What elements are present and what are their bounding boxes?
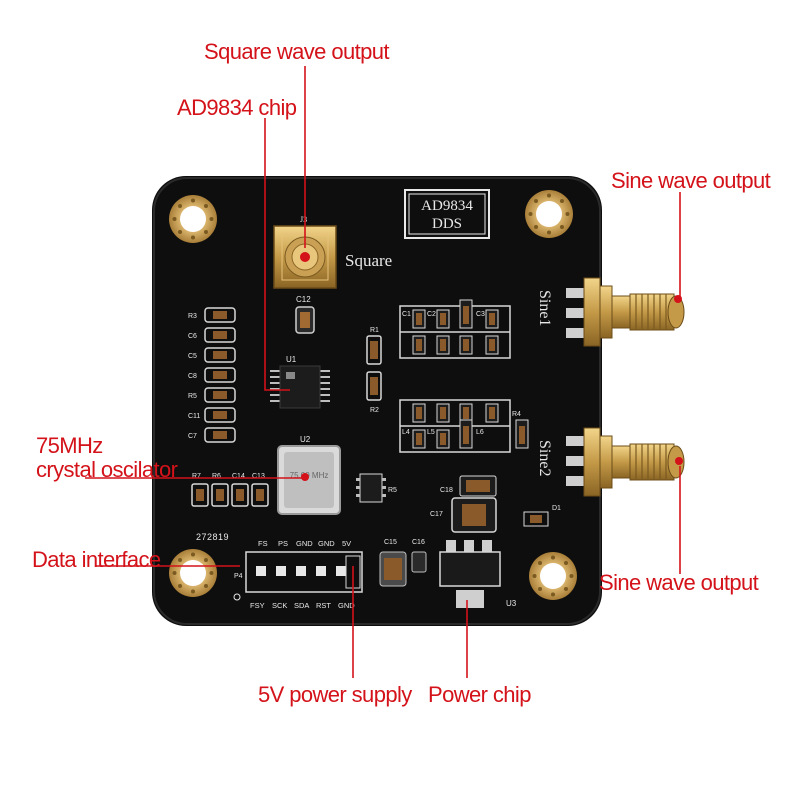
callout-crystal-line1: 75MHz xyxy=(36,433,103,458)
svg-text:RST: RST xyxy=(316,601,331,610)
svg-text:R3: R3 xyxy=(188,313,197,320)
power-capacitors: C18 C17 xyxy=(430,475,497,533)
r1-r2-resistors: R1 R2 xyxy=(366,327,382,414)
svg-text:C15: C15 xyxy=(384,539,397,546)
ad9834-chip: U1 xyxy=(270,355,330,409)
svg-text:C5: C5 xyxy=(188,353,197,360)
sine1-silkscreen: Sine1 xyxy=(536,290,553,326)
callout-ad9834-chip: AD9834 chip xyxy=(177,95,297,120)
svg-text:C6: C6 xyxy=(188,333,197,340)
svg-text:R2: R2 xyxy=(370,407,379,414)
svg-text:L6: L6 xyxy=(476,429,484,436)
svg-text:C11: C11 xyxy=(188,413,200,420)
pcb-board xyxy=(152,176,602,626)
svg-text:FS: FS xyxy=(258,539,268,548)
svg-text:C18: C18 xyxy=(440,487,453,494)
svg-text:C17: C17 xyxy=(430,511,443,518)
svg-text:C13: C13 xyxy=(252,473,265,480)
c15-c16: C15 C16 xyxy=(379,539,427,587)
crystal-oscillator: U2 75.00 MHz xyxy=(277,435,341,515)
svg-text:C8: C8 xyxy=(188,373,197,380)
svg-text:GND: GND xyxy=(338,601,355,610)
callout-power-chip: Power chip xyxy=(428,682,531,707)
model-badge: AD9834 DDS xyxy=(404,189,490,239)
callout-crystal-line2: crystal oscilator xyxy=(36,457,178,482)
mounting-holes xyxy=(169,190,577,600)
callout-sine-wave-output-bottom: Sine wave output xyxy=(599,570,759,595)
callout-sine-wave-output-top: Sine wave output xyxy=(611,168,771,193)
badge-dds-text: DDS xyxy=(432,216,462,232)
serial-number: 272819 xyxy=(196,532,229,542)
callout-square-wave-output: Square wave output xyxy=(204,39,389,64)
svg-text:D1: D1 xyxy=(552,505,561,512)
svg-text:GND: GND xyxy=(318,539,335,548)
svg-text:PS: PS xyxy=(278,539,288,548)
svg-text:R1: R1 xyxy=(370,327,379,334)
callout-5v-power-supply: 5V power supply xyxy=(258,682,412,707)
svg-text:SCK: SCK xyxy=(272,601,287,610)
square-silkscreen: Square xyxy=(345,251,392,270)
svg-text:R6: R6 xyxy=(212,473,221,480)
callout-crystal-oscillator: 75MHz crystal oscilator xyxy=(36,433,178,482)
svg-text:C1: C1 xyxy=(402,311,411,318)
top-filter-network: C1 C2 C3 xyxy=(399,299,511,359)
svg-text:C16: C16 xyxy=(412,539,425,546)
chip-leader xyxy=(264,118,290,391)
leader-lines xyxy=(85,66,681,678)
data-header: 272819 FS PS GND GND 5V P4 FSY SCK SDA R… xyxy=(196,532,363,610)
svg-text:C3: C3 xyxy=(476,311,485,318)
power-regulator: U3 xyxy=(439,540,517,608)
callout-data-interface: Data interface xyxy=(32,547,161,572)
svg-text:U2: U2 xyxy=(300,435,311,444)
svg-text:FSY: FSY xyxy=(250,601,265,610)
j3-designator: J3 xyxy=(300,215,307,224)
svg-text:L4: L4 xyxy=(402,429,410,436)
svg-text:75.00 MHz: 75.00 MHz xyxy=(290,471,329,480)
svg-text:R7: R7 xyxy=(192,473,201,480)
svg-text:C14: C14 xyxy=(232,473,245,480)
square-wave-connector: J3 Square xyxy=(273,215,392,289)
bottom-filter-network: L4 L5 L6 R4 xyxy=(399,399,529,453)
oscillator-passives: R7 R6 C14 C13 xyxy=(191,473,269,507)
sine1-connector: Sine1 xyxy=(536,277,685,347)
svg-text:R4: R4 xyxy=(512,411,521,418)
svg-text:P4: P4 xyxy=(234,573,243,580)
svg-text:5V: 5V xyxy=(342,539,351,548)
c12-capacitor: C12 xyxy=(295,295,315,334)
svg-text:GND: GND xyxy=(296,539,313,548)
svg-text:L5: L5 xyxy=(427,429,435,436)
sine2-silkscreen: Sine2 xyxy=(536,440,553,476)
svg-text:R5: R5 xyxy=(388,487,397,494)
svg-text:U3: U3 xyxy=(506,599,517,608)
svg-text:C2: C2 xyxy=(427,311,436,318)
sine2-connector: Sine2 xyxy=(536,427,685,497)
svg-text:SDA: SDA xyxy=(294,601,309,610)
svg-text:U1: U1 xyxy=(286,355,297,364)
r5-array: R5 xyxy=(356,473,397,503)
svg-text:C7: C7 xyxy=(188,433,197,440)
badge-model-text: AD9834 xyxy=(421,198,473,214)
d1-led: D1 xyxy=(523,505,561,527)
svg-text:R5: R5 xyxy=(188,393,197,400)
left-passive-column: R3 C6 C5 C8 R5 C11 C7 xyxy=(188,307,236,443)
svg-text:C12: C12 xyxy=(296,295,311,304)
